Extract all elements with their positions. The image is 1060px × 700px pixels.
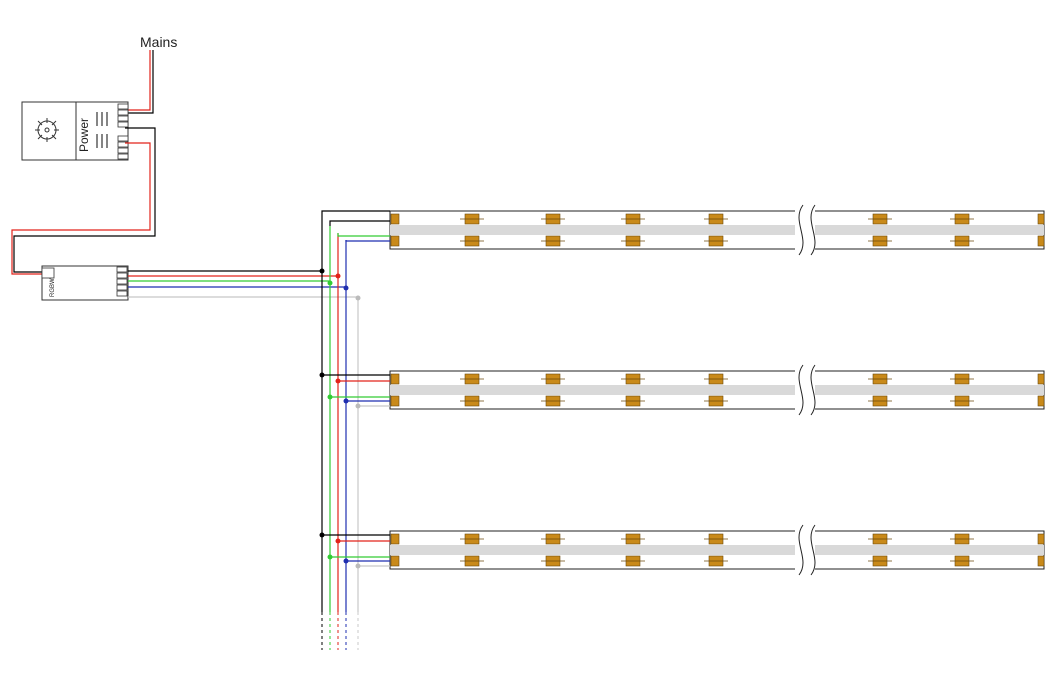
power-supply-vents bbox=[96, 112, 108, 148]
strip-input-pad bbox=[390, 373, 400, 385]
strip-break-mark bbox=[810, 524, 816, 576]
strip-break-mark bbox=[798, 524, 804, 576]
junction-dot bbox=[327, 280, 333, 286]
controller: RGBW bbox=[41, 265, 129, 301]
junction-dot bbox=[327, 554, 333, 560]
mains-label: Mains bbox=[140, 34, 177, 50]
power-supply: Power bbox=[21, 101, 129, 161]
wiring-bus bbox=[128, 216, 361, 650]
strip-center-band bbox=[390, 385, 1044, 395]
strip-3 bbox=[319, 524, 1045, 576]
strip-center-band bbox=[390, 225, 1044, 235]
strip-break-gap bbox=[795, 207, 815, 253]
mains-cable bbox=[125, 50, 154, 114]
strip-end-pad bbox=[1037, 373, 1045, 385]
controller-terminals bbox=[116, 266, 128, 297]
junction-dot bbox=[355, 295, 361, 301]
junction-dot bbox=[355, 563, 361, 569]
strip-end-pad bbox=[1037, 235, 1045, 247]
junction-dot bbox=[327, 394, 333, 400]
strip-break-mark bbox=[798, 364, 804, 416]
strip-2 bbox=[319, 364, 1045, 416]
power-supply-terminals bbox=[117, 103, 129, 160]
strip-input-pad bbox=[390, 235, 400, 247]
controller-label: RGBW bbox=[50, 278, 56, 297]
junction-dot bbox=[343, 558, 349, 564]
strip-break-gap bbox=[795, 367, 815, 413]
strip-input-pad bbox=[390, 533, 400, 545]
junction-dot bbox=[343, 398, 349, 404]
junction-dot bbox=[319, 268, 325, 274]
junction-dot bbox=[319, 372, 325, 378]
strip-break-mark bbox=[810, 204, 816, 256]
feed-wire-blue bbox=[345, 240, 390, 242]
feed-wire-green bbox=[337, 233, 390, 237]
power-supply-label: Power bbox=[77, 118, 91, 152]
feed-wire-line bbox=[321, 210, 390, 216]
strip-1 bbox=[321, 204, 1045, 256]
led-strips bbox=[319, 204, 1045, 576]
junction-dot bbox=[335, 538, 341, 544]
strip-break-gap bbox=[795, 527, 815, 573]
strip-end-pad bbox=[1037, 533, 1045, 545]
psu-output-cable bbox=[11, 127, 156, 275]
strip-input-pad bbox=[390, 213, 400, 225]
junction-dot bbox=[343, 285, 349, 291]
junction-dot bbox=[355, 403, 361, 409]
strip-end-pad bbox=[1037, 555, 1045, 567]
strip-break-mark bbox=[810, 364, 816, 416]
junction-dot bbox=[335, 378, 341, 384]
strip-input-pad bbox=[390, 555, 400, 567]
strip-input-pad bbox=[390, 395, 400, 407]
junction-dot bbox=[335, 273, 341, 279]
strip-center-band bbox=[390, 545, 1044, 555]
fan-grille-icon bbox=[35, 118, 59, 142]
strip-break-mark bbox=[798, 204, 804, 256]
strip-end-pad bbox=[1037, 213, 1045, 225]
feed-wire-line2 bbox=[329, 220, 390, 226]
strip-end-pad bbox=[1037, 395, 1045, 407]
junction-dot bbox=[319, 532, 325, 538]
